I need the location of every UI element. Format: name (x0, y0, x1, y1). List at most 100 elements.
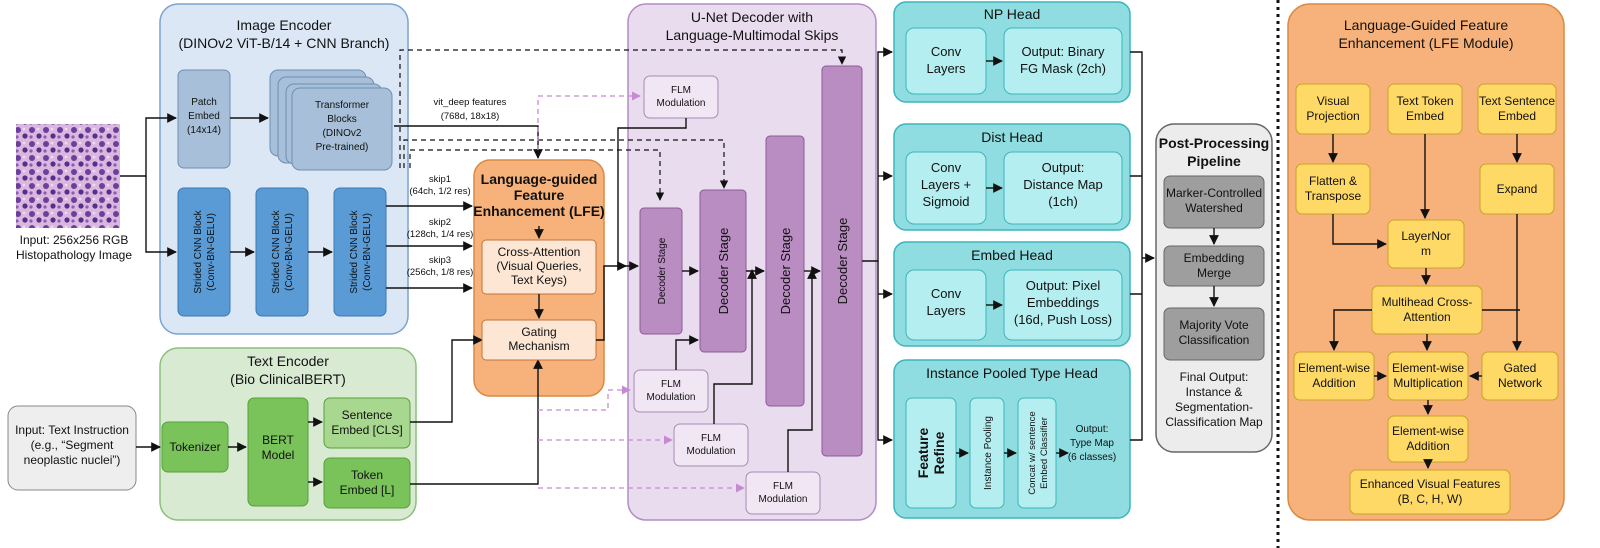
patch-embed-box (177, 69, 231, 169)
skip2-label: skip2(128ch, 1/4 res) (407, 217, 474, 240)
arrow-lfe-decoder (596, 261, 627, 341)
decoder-stage-3-label: Decoder Stage (778, 228, 793, 315)
arrow-flm4-stage4 (787, 269, 817, 472)
feature-refine-label: FeatureRefine (915, 428, 947, 479)
text-input-box (7, 405, 137, 491)
np-output-box (1003, 27, 1123, 95)
flm-box-2 (633, 369, 709, 413)
embed-head-title: Embed Head (971, 247, 1053, 263)
enhanced-output-label: Enhanced Visual Features(B, C, H, W) (1360, 477, 1501, 506)
pdash-to-flm2 (538, 385, 631, 411)
flm-box-4 (745, 471, 821, 515)
cnn-block-3-label: Strided CNN Block(Conv-BN-GELU) (349, 209, 373, 293)
type-output-label: Output:Type Map(6 classes) (1068, 424, 1116, 463)
instance-pooling-label: Instance Pooling (983, 416, 994, 490)
vote-box (1163, 307, 1265, 361)
transformer-blocks-box (291, 87, 393, 171)
cnn-block-2 (255, 187, 309, 317)
arrow-flm2-stage2 (675, 335, 699, 370)
cnn-block-2-label: Strided CNN Block(Conv-BN-GELU) (271, 209, 295, 293)
dist-output-label: Output:Distance Map(1ch) (1023, 160, 1102, 209)
enhanced-output-box (1349, 469, 1511, 515)
cross-attention-label: Cross-Attention(Visual Queries,Text Keys… (496, 245, 581, 287)
tokenizer-label: Tokenizer (169, 440, 220, 454)
cnn-block-1-label: Strided CNN Block(Conv-BN-GELU) (193, 209, 217, 293)
arrow-token-lfe (410, 359, 543, 485)
cnn-block-1 (177, 187, 231, 317)
expand-label: Expand (1497, 182, 1538, 196)
embed-output-box (1003, 269, 1123, 341)
flm-box-3 (673, 423, 749, 467)
bert-box (247, 397, 309, 507)
skip1-label: skip1(64ch, 1/2 res) (409, 174, 470, 197)
arrow-flm3-stage3 (713, 269, 757, 424)
token-embed-box (323, 457, 411, 509)
image-encoder-title: Image Encoder(DINOv2 ViT-B/14 + CNN Bran… (179, 17, 390, 51)
sentence-embed-box (323, 397, 411, 449)
arrow-input-cnn (145, 176, 177, 257)
arrow-input-split (120, 113, 177, 177)
arrow-sentence-gating (410, 335, 483, 423)
arrow-flm1-decoder (617, 118, 687, 271)
dist-head-title: Dist Head (981, 129, 1042, 145)
post-final-label: Final Output:Instance &Segmentation-Clas… (1165, 370, 1263, 429)
dash-to-stage1 (409, 149, 665, 201)
dash-to-stage2 (403, 139, 729, 189)
mhca-label: Multihead Cross-Attention (1382, 295, 1473, 324)
pdash-to-flm1 (537, 91, 641, 150)
cnn-block-3 (333, 187, 387, 317)
flm-box-1 (643, 75, 719, 119)
skip3-label: skip3(256ch, 1/8 res) (407, 255, 474, 278)
dash-vit-to-deepstage (399, 49, 847, 168)
type-head-title: Instance Pooled Type Head (926, 365, 1098, 381)
vit-deep-label: vit_deep features(768d, 18x18) (434, 97, 507, 122)
dist-output-box (1003, 151, 1123, 225)
text-encoder-title: Text Encoder(Bio ClinicalBERT) (230, 353, 346, 387)
arrow-decoder-bus (862, 47, 893, 262)
input-image (16, 124, 120, 228)
flatten-label: Flatten &Transpose (1305, 174, 1362, 203)
decoder-stage-4-label: Decoder Stage (835, 218, 850, 305)
arrow-heads-post (1130, 51, 1154, 441)
arrow-vit-lfe (394, 125, 543, 159)
decoder-stage-2-label: Decoder Stage (716, 228, 731, 315)
arrow-flatten-layernorm (1332, 214, 1387, 249)
concat-label: Concat w/ sentenceEmbed Classifier (1027, 411, 1050, 494)
arrow-mhca-add1 (1329, 309, 1372, 351)
np-head-title: NP Head (984, 6, 1041, 22)
decoder-stage-1-label: Decoder Stage (657, 237, 668, 304)
arrow-bus-type (877, 261, 893, 445)
